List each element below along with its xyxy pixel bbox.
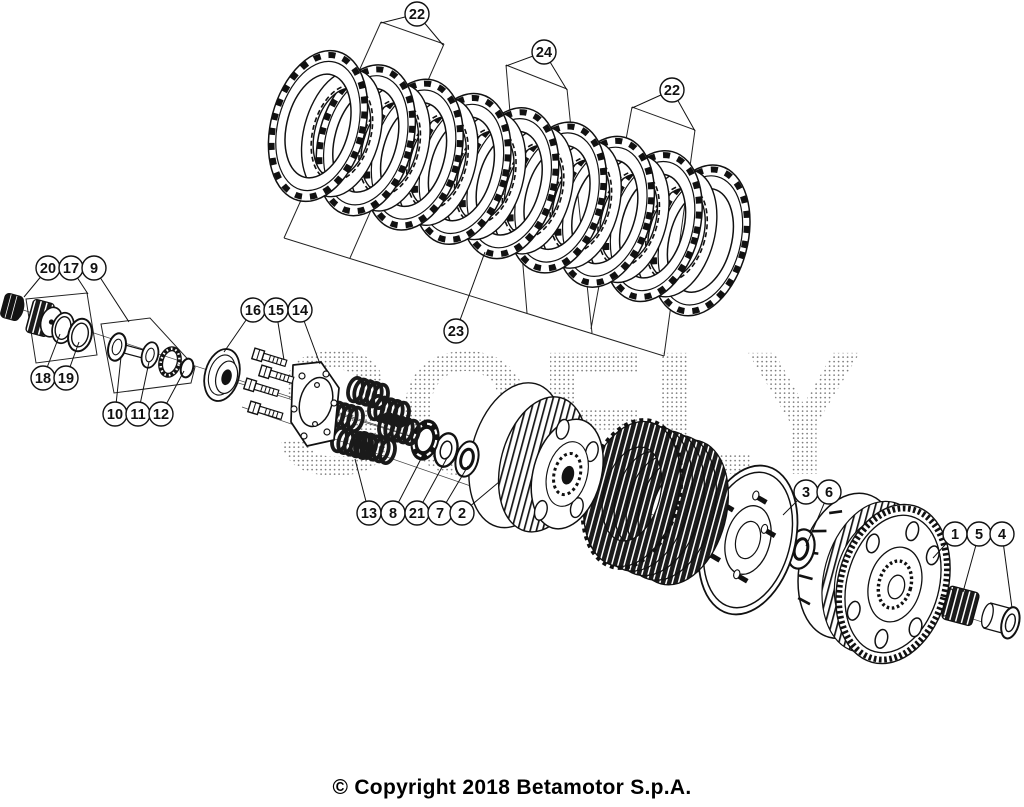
svg-text:17: 17 [63,261,79,277]
callout-16: 16 [223,297,266,353]
clutch-spring [377,412,421,446]
rubber-cap [0,292,25,322]
callout-2: 2 [449,481,500,526]
svg-text:22: 22 [409,7,425,23]
release-cap [203,348,241,402]
flat-washer [433,432,459,468]
callout-11: 11 [125,361,151,427]
group-box-17 [25,292,98,364]
callout-3: 3 [782,479,819,516]
svg-text:2: 2 [458,506,466,522]
callout-5: 5 [962,521,992,593]
svg-text:1: 1 [951,527,959,543]
svg-text:13: 13 [361,506,377,522]
clutch-basket [797,492,951,665]
pressure-plate [290,361,340,447]
spring-bolt [246,400,284,421]
callout-22: 22 [380,1,444,46]
callout-12: 12 [148,370,185,427]
callout-4: 4 [989,521,1015,609]
svg-text:6: 6 [825,485,833,501]
svg-text:8: 8 [389,506,397,522]
spacer-bushing [980,602,1021,640]
svg-text:5: 5 [975,527,983,543]
callout-13: 13 [354,458,382,526]
callout-8: 8 [380,452,425,526]
clutch-inner-hub [468,382,604,533]
spring-bolt [242,377,280,398]
clutch-plate-stack [267,49,751,317]
spring-bolt [250,347,288,368]
rod-bearing [158,346,182,378]
svg-text:22: 22 [664,83,680,99]
rod-ring [179,357,195,379]
push-rod-assembly [107,332,195,379]
svg-text:12: 12 [153,407,169,423]
svg-text:23: 23 [448,324,464,340]
callout-24: 24 [505,39,568,91]
spring-bolt [257,364,295,385]
svg-text:11: 11 [130,407,145,423]
svg-text:20: 20 [40,261,56,277]
callout-6: 6 [805,479,842,547]
callout-14: 14 [287,297,321,365]
svg-text:14: 14 [292,303,308,319]
callout-10: 10 [102,356,128,427]
group-box-9 [100,317,196,394]
svg-text:7: 7 [436,506,444,522]
adjuster-knob [25,298,64,338]
group-box-23-baseline [283,237,665,357]
callout-19: 19 [53,341,80,391]
svg-text:24: 24 [536,45,552,61]
rod-washer [140,341,160,369]
svg-text:10: 10 [107,407,123,423]
svg-text:21: 21 [409,506,425,522]
svg-text:3: 3 [802,485,810,501]
callout-20: 20 [23,255,61,298]
callout-23: 23 [443,251,486,344]
svg-text:4: 4 [998,527,1006,543]
svg-text:16: 16 [245,303,261,319]
callout-9: 9 [81,255,130,323]
callout-22: 22 [631,77,696,132]
svg-text:18: 18 [35,371,51,387]
copyright-text: © Copyright 2018 Betamotor S.p.A. [332,776,692,799]
adjuster-assembly [0,292,93,353]
svg-text:9: 9 [90,261,98,277]
svg-text:19: 19 [58,371,74,387]
group-boxes [25,21,696,394]
callout-21: 21 [404,457,448,526]
o-ring-19 [67,317,93,353]
callout-18: 18 [30,333,61,391]
spring-bolts [242,347,295,421]
svg-text:15: 15 [268,303,284,319]
